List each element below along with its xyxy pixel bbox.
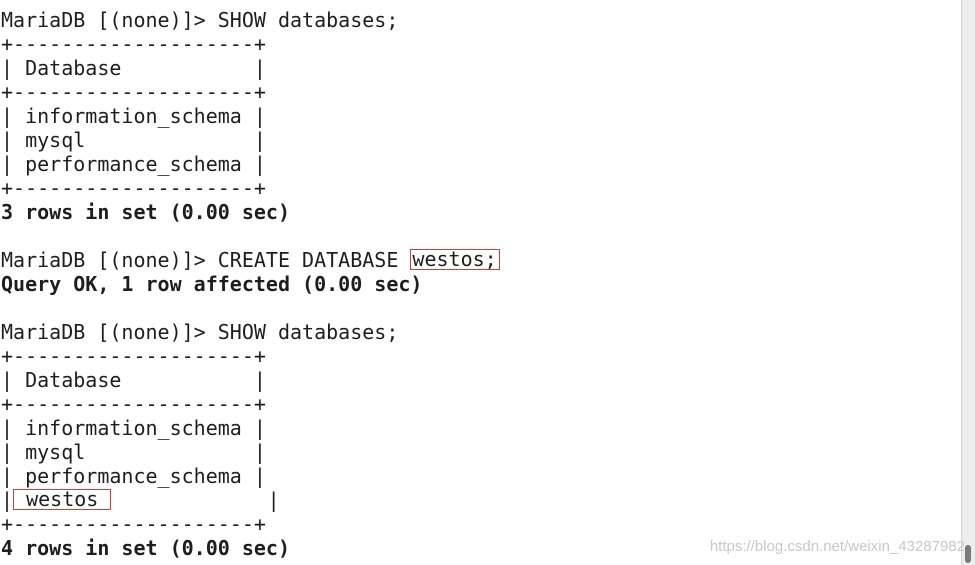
prompt-line: MariaDB [(none)]> SHOW databases; [1, 320, 399, 344]
prompt-prefix: MariaDB [(none)]> CREATE DATABASE [1, 248, 411, 272]
blank-line [1, 296, 961, 320]
blank-line [1, 224, 961, 248]
vertical-scrollbar[interactable] [961, 0, 975, 565]
highlighted-db-name: westos; [410, 249, 500, 270]
table-row: | performance_schema | [1, 464, 266, 488]
terminal-output[interactable]: MariaDB [(none)]> SHOW databases; +-----… [1, 8, 961, 560]
table-row: | information_schema | [1, 416, 266, 440]
row-right-border: | [111, 488, 280, 512]
table-border-bottom: +--------------------+ [1, 512, 266, 536]
result-summary: 3 rows in set (0.00 sec) [1, 200, 290, 224]
highlighted-new-db: westos [13, 489, 112, 510]
table-border-mid: +--------------------+ [1, 392, 266, 416]
create-command-line: MariaDB [(none)]> CREATE DATABASE westos… [1, 248, 961, 272]
table-header: | Database | [1, 368, 266, 392]
table-header: | Database | [1, 56, 266, 80]
table-row: | information_schema | [1, 104, 266, 128]
table-row: | mysql | [1, 128, 266, 152]
query-result: Query OK, 1 row affected (0.00 sec) [1, 272, 423, 296]
table-row: | performance_schema | [1, 152, 266, 176]
scrollbar-thumb[interactable] [965, 545, 971, 563]
table-border-top: +--------------------+ [1, 344, 266, 368]
table-border-top: +--------------------+ [1, 32, 266, 56]
table-border-mid: +--------------------+ [1, 80, 266, 104]
table-border-bottom: +--------------------+ [1, 176, 266, 200]
table-row-new: | westos | [1, 488, 961, 512]
row-left-border: | [1, 488, 14, 512]
result-summary: 4 rows in set (0.00 sec) [1, 536, 290, 560]
watermark-text: https://blog.csdn.net/weixin_43287982 [709, 538, 965, 555]
prompt-line: MariaDB [(none)]> SHOW databases; [1, 8, 399, 32]
table-row: | mysql | [1, 440, 266, 464]
